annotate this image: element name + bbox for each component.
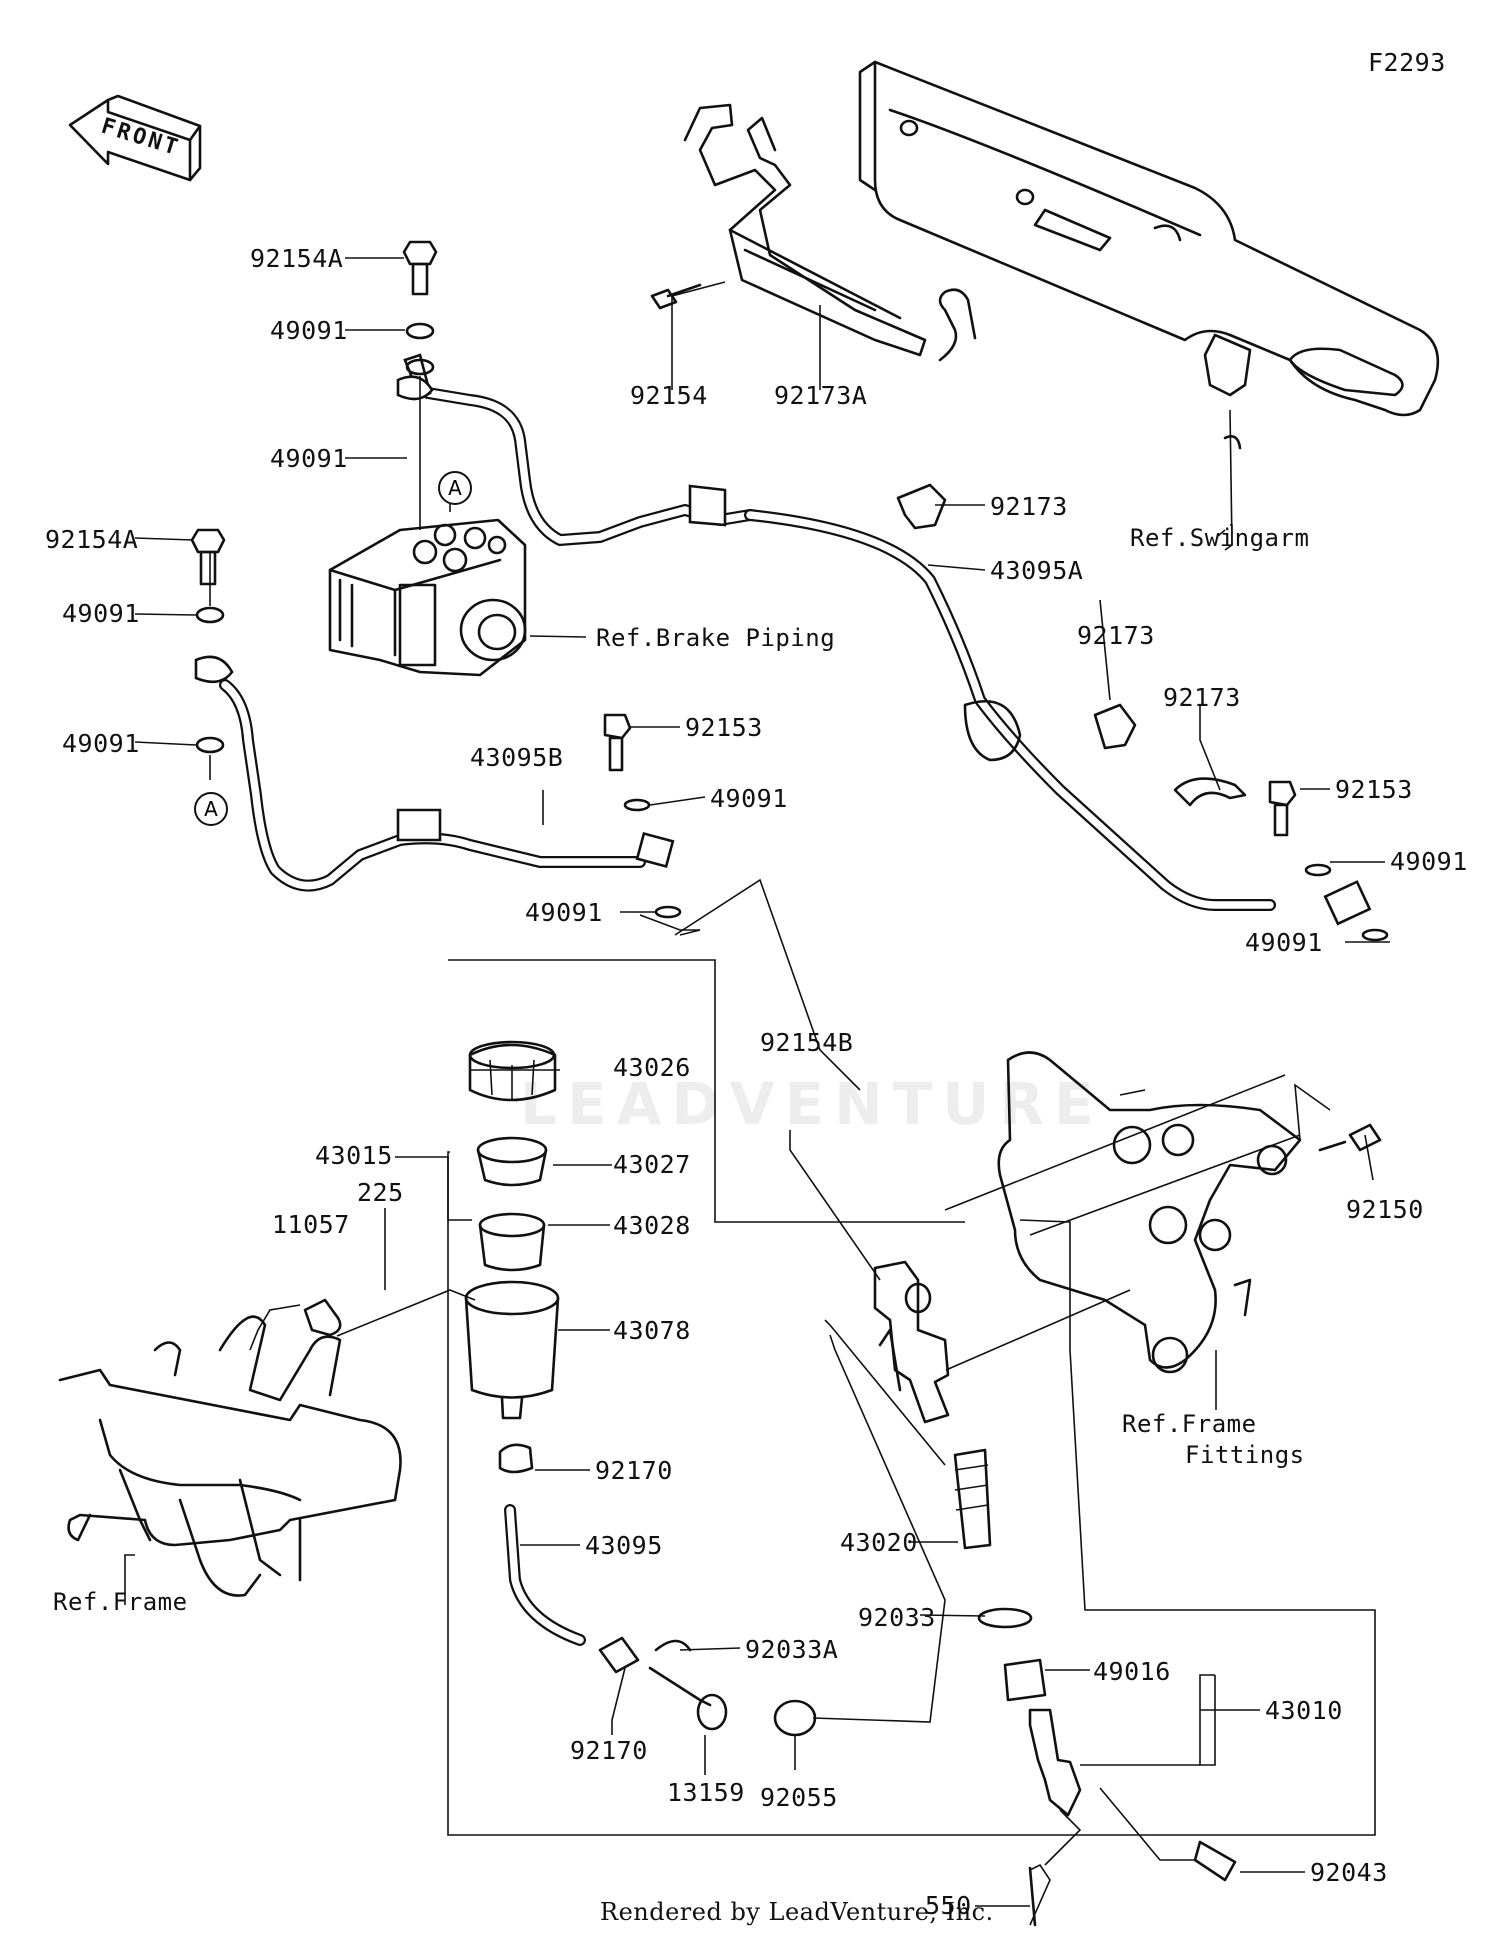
diagram-code: F2293 bbox=[1368, 48, 1446, 77]
part-label-92170[interactable]: 92170 bbox=[570, 1736, 648, 1765]
ref-frame-fittings: Ref.Frame bbox=[1122, 1410, 1257, 1438]
frame-drawing bbox=[58, 1298, 402, 1597]
part-label-92154a-top[interactable]: 92154A bbox=[250, 244, 344, 273]
part-label-92154[interactable]: 92154 bbox=[630, 381, 708, 410]
part-label-92173[interactable]: 92173 bbox=[1077, 621, 1155, 650]
part-label-43028[interactable]: 43028 bbox=[613, 1211, 691, 1240]
part-label-43020[interactable]: 43020 bbox=[840, 1528, 918, 1557]
bolt-92154 bbox=[650, 283, 702, 310]
abs-unit-drawing bbox=[328, 518, 527, 677]
part-label-49091[interactable]: 49091 bbox=[62, 599, 140, 628]
hose-clips-92173 bbox=[896, 483, 1247, 807]
part-label-49091[interactable]: 49091 bbox=[525, 898, 603, 927]
part-label-43078[interactable]: 43078 bbox=[613, 1316, 691, 1345]
part-label-92154b[interactable]: 92154B bbox=[760, 1028, 854, 1057]
part-label-92170[interactable]: 92170 bbox=[595, 1456, 673, 1485]
part-label-49091[interactable]: 49091 bbox=[62, 729, 140, 758]
footer-credit: Rendered by LeadVenture, Inc. bbox=[600, 1898, 994, 1926]
part-label-43015[interactable]: 43015 bbox=[315, 1141, 393, 1170]
part-label-49091[interactable]: 49091 bbox=[270, 444, 348, 473]
watermark: LEADVENTURE bbox=[520, 1070, 1104, 1138]
part-label-92173[interactable]: 92173 bbox=[1163, 683, 1241, 712]
ref-brake-piping: Ref.Brake Piping bbox=[596, 624, 836, 652]
part-label-43095a[interactable]: 43095A bbox=[990, 556, 1084, 585]
ref-frame: Ref.Frame bbox=[53, 1588, 188, 1616]
leader-lines bbox=[124, 257, 1390, 1926]
part-label-43026[interactable]: 43026 bbox=[613, 1053, 691, 1082]
part-label-92033a[interactable]: 92033A bbox=[745, 1635, 839, 1664]
swingarm-drawing bbox=[858, 60, 1440, 450]
callout-a-abs: A bbox=[438, 471, 472, 505]
part-label-92043[interactable]: 92043 bbox=[1310, 1858, 1388, 1887]
front-arrow-icon bbox=[68, 94, 202, 182]
ref-frame-fittings-2: Fittings bbox=[1185, 1441, 1305, 1469]
part-label-92150[interactable]: 92150 bbox=[1346, 1195, 1424, 1224]
part-label-13159[interactable]: 13159 bbox=[667, 1778, 745, 1807]
part-label-11057[interactable]: 11057 bbox=[272, 1210, 350, 1239]
part-label-43095b[interactable]: 43095B bbox=[470, 743, 564, 772]
part-label-550[interactable]: 550 bbox=[925, 1891, 972, 1920]
brake-hoses bbox=[194, 353, 1372, 926]
part-label-49016[interactable]: 49016 bbox=[1093, 1657, 1171, 1686]
part-label-92153[interactable]: 92153 bbox=[1335, 775, 1413, 804]
ref-swingarm: Ref.Swingarm bbox=[1130, 524, 1310, 552]
part-label-43010[interactable]: 43010 bbox=[1265, 1696, 1343, 1725]
part-label-92033[interactable]: 92033 bbox=[858, 1603, 936, 1632]
part-label-43027[interactable]: 43027 bbox=[613, 1150, 691, 1179]
reservoir-assembly bbox=[464, 1040, 817, 1737]
washers-and-bolts bbox=[190, 240, 1389, 942]
part-label-225[interactable]: 225 bbox=[357, 1178, 404, 1207]
part-label-49091[interactable]: 49091 bbox=[1245, 928, 1323, 957]
part-label-43095[interactable]: 43095 bbox=[585, 1531, 663, 1560]
part-label-92173a[interactable]: 92173A bbox=[774, 381, 868, 410]
part-label-92173[interactable]: 92173 bbox=[990, 492, 1068, 521]
part-label-92153[interactable]: 92153 bbox=[685, 713, 763, 742]
hose-bracket-92173a bbox=[683, 103, 977, 362]
part-label-49091[interactable]: 49091 bbox=[710, 784, 788, 813]
part-label-92154a-mid[interactable]: 92154A bbox=[45, 525, 139, 554]
part-label-49091[interactable]: 49091 bbox=[270, 316, 348, 345]
callout-a-hose: A bbox=[194, 792, 228, 826]
part-label-49091[interactable]: 49091 bbox=[1390, 847, 1468, 876]
part-label-92055[interactable]: 92055 bbox=[760, 1783, 838, 1812]
